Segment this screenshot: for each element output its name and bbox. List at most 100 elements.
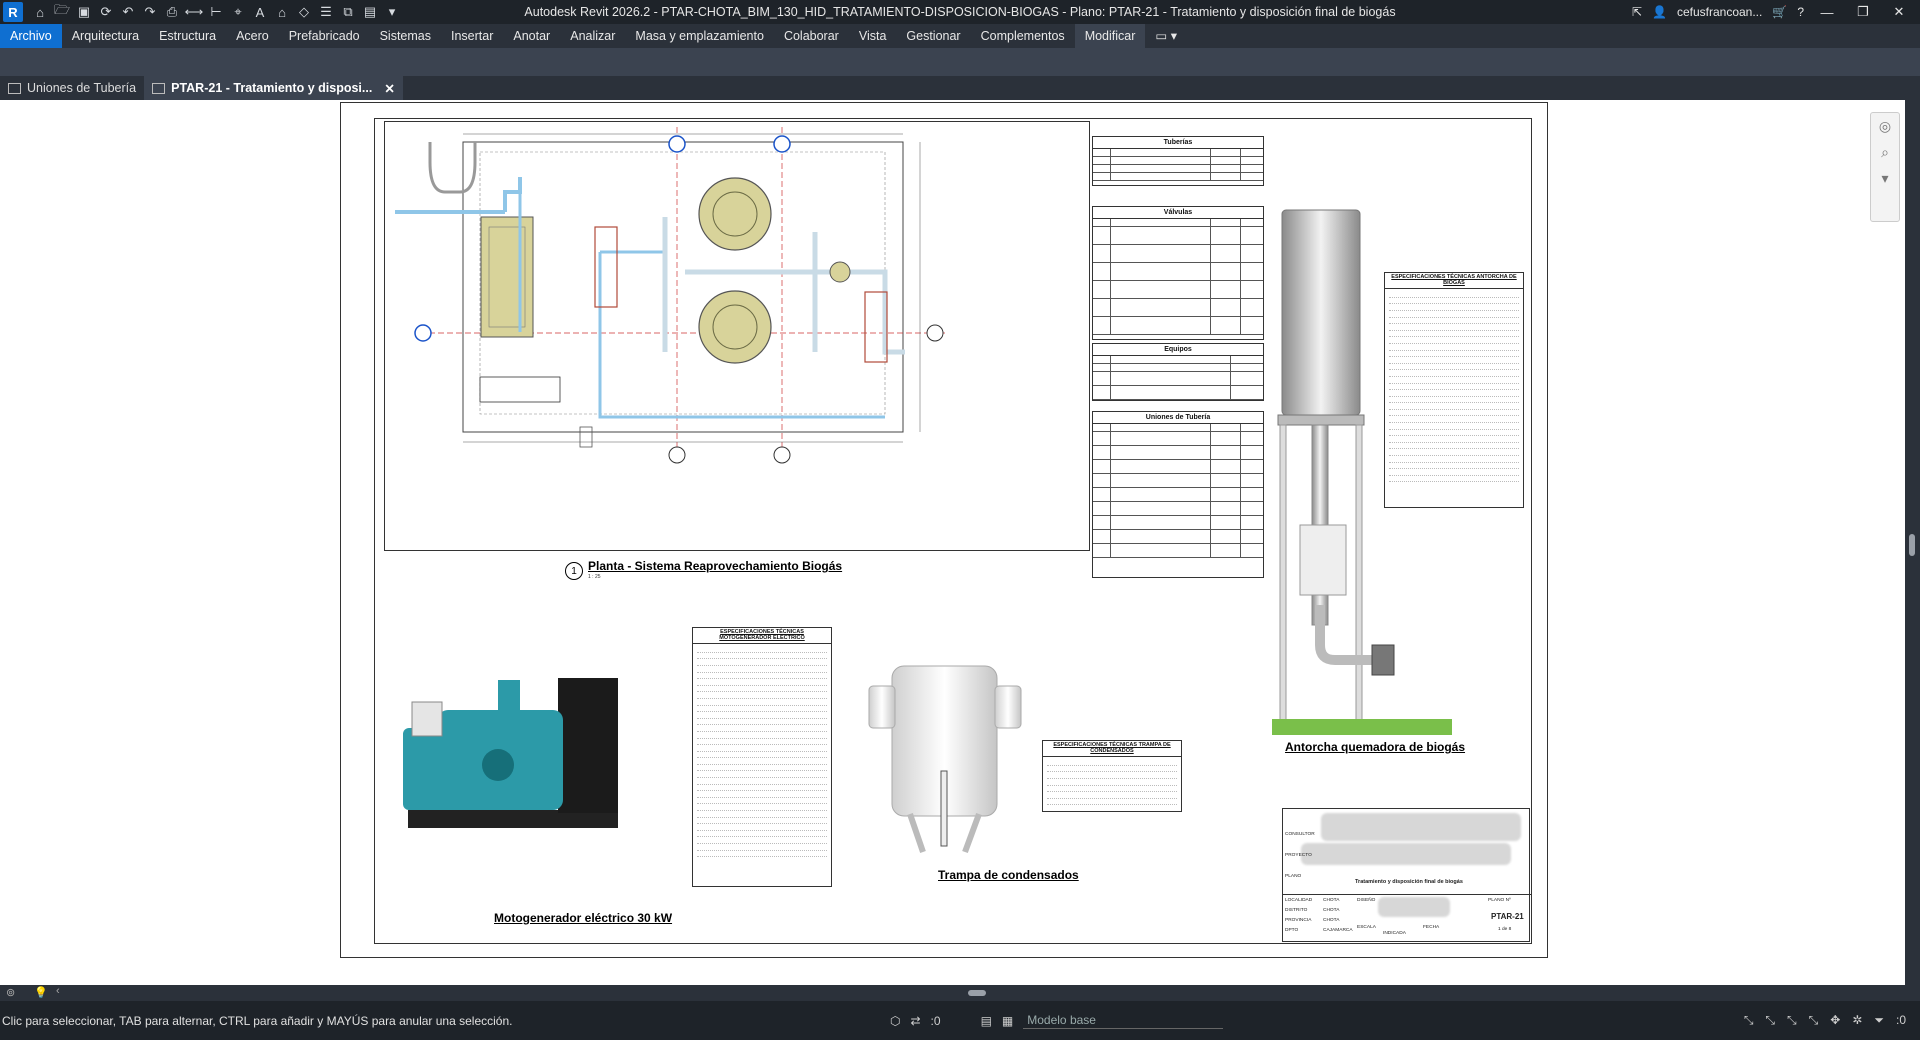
schedule-valves[interactable]: Válvulas bbox=[1092, 206, 1264, 340]
tab-estructura[interactable]: Estructura bbox=[159, 29, 217, 43]
tab-anotar[interactable]: Anotar bbox=[513, 29, 551, 43]
schedule-pipes[interactable]: Tuberías bbox=[1092, 136, 1264, 186]
select-face-icon[interactable]: ⤡ bbox=[1808, 1013, 1819, 1027]
undo-icon[interactable]: ↶ bbox=[122, 4, 134, 19]
title-right: ⇱ 👤 cefusfrancoan... 🛒 ? — ❐ ✕ bbox=[1632, 0, 1920, 24]
plan-view-title[interactable]: Planta - Sistema Reaprovechamiento Biogá… bbox=[588, 559, 843, 573]
hint-icon[interactable]: 💡 bbox=[34, 987, 48, 999]
dimension-icon[interactable]: ⊢ bbox=[210, 4, 222, 19]
scroll-thumb[interactable] bbox=[1909, 534, 1915, 556]
restore-icon[interactable]: ❐ bbox=[1857, 4, 1869, 19]
plan-viewport[interactable] bbox=[384, 121, 1090, 551]
measure-icon[interactable]: ⟷ bbox=[184, 4, 204, 19]
filter-icon[interactable]: ⏷ bbox=[1874, 1013, 1884, 1027]
tab-arquitectura[interactable]: Arquitectura bbox=[71, 29, 140, 43]
3d-view-icon[interactable]: ⌂ bbox=[278, 4, 286, 20]
control-box bbox=[1299, 524, 1347, 596]
print-icon[interactable]: ⎙ bbox=[166, 4, 178, 19]
pipe-loop bbox=[428, 142, 477, 194]
tab-acero[interactable]: Acero bbox=[236, 29, 269, 43]
tab-prefabricado[interactable]: Prefabricado bbox=[288, 29, 360, 43]
generator-image[interactable] bbox=[398, 660, 654, 860]
save-icon[interactable]: ▣ bbox=[77, 4, 91, 19]
section-icon[interactable]: ◇ bbox=[299, 4, 309, 19]
select-underlay-icon[interactable]: ⤡ bbox=[1765, 1013, 1776, 1027]
title-block[interactable]: CONSULTOR PROYECTO PLANO Tratamiento y d… bbox=[1282, 808, 1531, 942]
minimize-icon[interactable]: — bbox=[1820, 4, 1834, 20]
close-hidden-icon[interactable]: ⧉ bbox=[343, 4, 353, 19]
user-icon[interactable]: 👤 bbox=[1652, 5, 1667, 19]
redo-icon[interactable]: ↷ bbox=[144, 4, 156, 19]
escala: INDICADA bbox=[1383, 931, 1406, 936]
tab-sistemas[interactable]: Sistemas bbox=[379, 29, 431, 43]
editable-icon[interactable]: ⇄ bbox=[910, 1013, 921, 1028]
sheet-inner-border bbox=[374, 118, 1532, 944]
drag-elements-icon[interactable]: ✥ bbox=[1830, 1013, 1841, 1027]
binoculars-icon[interactable]: ⊚ bbox=[6, 987, 16, 999]
trap-caption[interactable]: Trampa de condensados bbox=[938, 868, 1079, 882]
switch-windows-icon[interactable]: ▤ bbox=[363, 4, 377, 19]
generator-caption[interactable]: Motogenerador eléctrico 30 kW bbox=[494, 911, 673, 925]
gas-equipment-inner bbox=[488, 226, 526, 328]
spec-flare[interactable]: ESPECIFICACIONES TÉCNICAS ANTORCHA DE BI… bbox=[1384, 272, 1524, 508]
zoom-icon[interactable]: ⌕ bbox=[1881, 144, 1889, 160]
workset-icon[interactable]: ⬡ bbox=[890, 1013, 901, 1028]
steering-wheel-icon[interactable]: ◎ bbox=[1878, 118, 1892, 134]
customize-icon[interactable]: ▾ bbox=[388, 4, 396, 19]
schedule-joints[interactable]: Uniones de Tubería bbox=[1092, 411, 1264, 578]
doc-tab-uniones[interactable]: Uniones de Tubería bbox=[0, 76, 144, 100]
horizontal-scrollbar[interactable]: ⊚ 💡 ‹ bbox=[0, 985, 1920, 1001]
user-name[interactable]: cefusfrancoan... bbox=[1676, 5, 1763, 19]
table-row bbox=[1093, 165, 1263, 173]
thin-lines-icon[interactable]: ☰ bbox=[320, 4, 332, 19]
model-icon[interactable]: ▦ bbox=[1001, 1013, 1014, 1028]
tab-colaborar[interactable]: Colaborar bbox=[783, 29, 839, 43]
scroll-left-icon[interactable]: ‹ bbox=[56, 985, 60, 997]
tab-vista[interactable]: Vista bbox=[858, 29, 887, 43]
tab-archivo[interactable]: Archivo bbox=[0, 24, 62, 48]
doc-tab-sheet[interactable]: PTAR-21 - Tratamiento y disposi... ✕ bbox=[144, 76, 403, 100]
schedule-icon bbox=[8, 82, 21, 94]
revit-logo[interactable]: R bbox=[3, 2, 23, 22]
trap-image[interactable] bbox=[865, 656, 1025, 860]
close-tab-icon[interactable]: ✕ bbox=[384, 81, 395, 96]
table-row bbox=[1093, 424, 1263, 432]
tab-modificar[interactable]: Modificar bbox=[1074, 24, 1146, 48]
distrito: CHOTA bbox=[1323, 908, 1340, 913]
select-links-icon[interactable]: ⤡ bbox=[1743, 1013, 1754, 1027]
scroll-thumb[interactable] bbox=[968, 990, 986, 996]
background-icon[interactable]: ✲ bbox=[1852, 1013, 1863, 1027]
flare-drawing[interactable] bbox=[1262, 205, 1462, 735]
sync-icon[interactable]: ⟳ bbox=[100, 4, 112, 19]
signin-icon[interactable]: ⇱ bbox=[1631, 5, 1643, 19]
open-icon[interactable]: 🗁 bbox=[53, 2, 71, 17]
spec-generator[interactable]: ESPECIFICACIONES TÉCNICAS MOTOGENERADOR … bbox=[692, 627, 832, 887]
tab-insertar[interactable]: Insertar bbox=[451, 29, 494, 43]
grid-bubble bbox=[668, 135, 686, 153]
tab-complementos[interactable]: Complementos bbox=[980, 29, 1065, 43]
design-options-icon[interactable]: ▤ bbox=[980, 1013, 992, 1028]
tab-gestionar[interactable]: Gestionar bbox=[906, 29, 961, 43]
help-button[interactable]: ? bbox=[1797, 5, 1804, 19]
table-row bbox=[1093, 173, 1263, 181]
text-icon[interactable]: A bbox=[255, 4, 265, 20]
tab-masa[interactable]: Masa y emplazamiento bbox=[635, 29, 764, 43]
vertical-scrollbar[interactable] bbox=[1905, 100, 1920, 985]
ribbon-options-icon[interactable]: ▭ ▾ bbox=[1155, 29, 1177, 43]
close-icon[interactable]: ✕ bbox=[1893, 4, 1905, 19]
schedule-equipment[interactable]: Equipos bbox=[1092, 343, 1264, 401]
nav-more-icon[interactable]: ▾ bbox=[1881, 170, 1889, 186]
label-consultor: CONSULTOR bbox=[1285, 832, 1315, 837]
spec-trap[interactable]: ESPECIFICACIONES TÉCNICAS TRAMPA DE COND… bbox=[1042, 740, 1182, 812]
table-row bbox=[1093, 317, 1263, 335]
home-icon[interactable]: ⌂ bbox=[36, 4, 44, 20]
tag-icon[interactable]: ⌖ bbox=[234, 4, 242, 19]
flare-caption[interactable]: Antorcha quemadora de biogás bbox=[1285, 740, 1466, 754]
table-row bbox=[1093, 245, 1263, 263]
select-pinned-icon[interactable]: ⤡ bbox=[1787, 1013, 1797, 1027]
cart-icon[interactable]: 🛒 bbox=[1772, 5, 1788, 19]
tab-analizar[interactable]: Analizar bbox=[570, 29, 616, 43]
alternator bbox=[403, 728, 453, 810]
table-row bbox=[1093, 299, 1263, 317]
model-select[interactable]: Modelo base bbox=[1023, 1013, 1224, 1029]
